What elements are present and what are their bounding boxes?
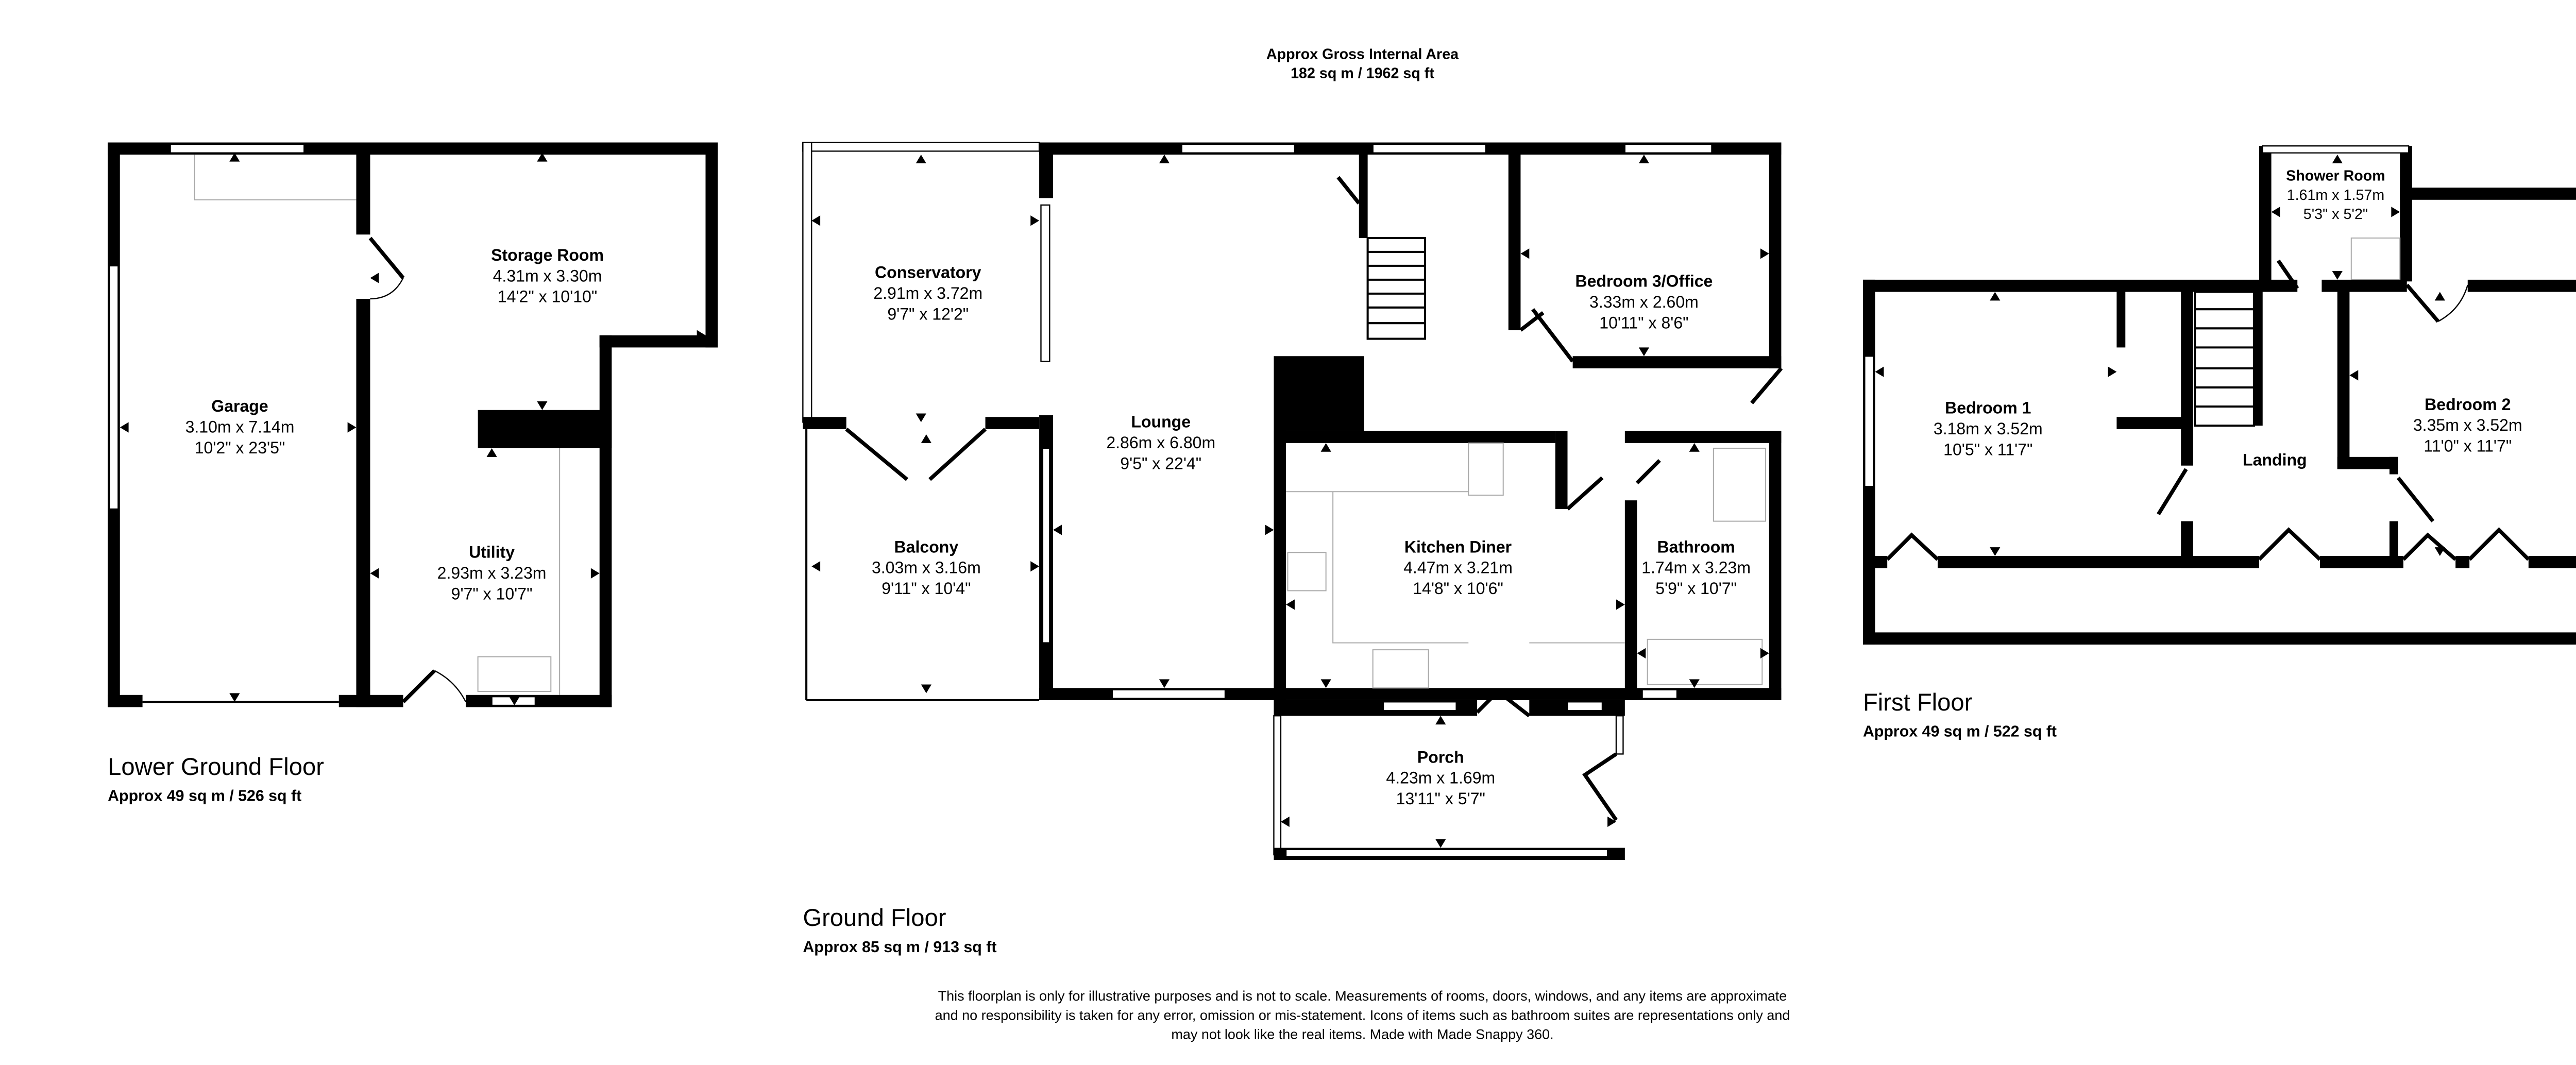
floor-title-first: First Floor <box>1863 689 1972 716</box>
disclaimer: This floorplan is only for illustrative … <box>935 988 1790 1042</box>
room-bedroom-1: Bedroom 1 3.18m x 3.52m 10'5" x 11'7" <box>1934 399 2043 459</box>
room-bedroom-3-office: Bedroom 3/Office 3.33m x 2.60m 10'11" x … <box>1575 272 1713 332</box>
room-size-metric: 4.31m x 3.30m <box>493 266 602 285</box>
ground-floor-plan <box>802 142 1783 860</box>
room-garage: Garage 3.10m x 7.14m 10'2" x 23'5" <box>185 397 295 457</box>
staircase <box>1366 236 1426 340</box>
room-porch: Porch 4.23m x 1.69m 13'11" x 5'7" <box>1386 748 1495 808</box>
room-bathroom: Bathroom 1.74m x 3.23m 5'9" x 10'7" <box>1641 537 1751 598</box>
room-size-imperial: 11'0" x 11'7" <box>2424 437 2512 455</box>
room-size-imperial: 9'7" x 12'2" <box>887 305 969 323</box>
room-size-metric: 3.33m x 2.60m <box>1589 293 1699 311</box>
room-size-imperial: 9'7" x 10'7" <box>451 584 533 603</box>
disclaimer-line-3: may not look like the real items. Made w… <box>1171 1026 1553 1042</box>
room-size-imperial: 9'11" x 10'4" <box>882 579 971 598</box>
room-kitchen-diner: Kitchen Diner 4.47m x 3.21m 14'8" x 10'6… <box>1403 537 1513 598</box>
room-size-metric: 4.23m x 1.69m <box>1386 769 1495 787</box>
room-size-imperial: 13'11" x 5'7" <box>1396 789 1485 808</box>
room-size-metric: 4.47m x 3.21m <box>1403 559 1513 577</box>
room-size-metric: 2.86m x 6.80m <box>1106 433 1215 452</box>
room-size-metric: 1.61m x 1.57m <box>2287 187 2385 204</box>
room-size-imperial: 10'11" x 8'6" <box>1599 313 1688 332</box>
room-size-metric: 3.10m x 7.14m <box>185 418 295 436</box>
room-size-imperial: 5'9" x 10'7" <box>1655 579 1737 598</box>
room-utility: Utility 2.93m x 3.23m 9'7" x 10'7" <box>437 543 547 603</box>
room-size-imperial: 5'3" x 5'2" <box>2303 206 2368 223</box>
lower-ground-floor-plan <box>108 142 718 707</box>
staircase <box>2194 291 2255 427</box>
disclaimer-line-1: This floorplan is only for illustrative … <box>938 988 1787 1004</box>
room-size-imperial: 10'2" x 23'5" <box>195 438 285 457</box>
room-name: Porch <box>1417 748 1464 766</box>
room-size-metric: 3.35m x 3.52m <box>2413 416 2522 434</box>
floor-area-first: Approx 49 sq m / 522 sq ft <box>1863 723 2057 740</box>
room-size-metric: 2.91m x 3.72m <box>873 284 982 302</box>
room-name: Bedroom 3/Office <box>1575 272 1713 290</box>
room-size-metric: 3.18m x 3.52m <box>1934 419 2043 438</box>
room-size-metric: 2.93m x 3.23m <box>437 564 547 582</box>
room-size-imperial: 10'5" x 11'7" <box>1943 440 2032 459</box>
room-name: Bedroom 1 <box>1945 399 2031 417</box>
first-floor-plan <box>1862 145 2576 645</box>
room-size-metric: 3.03m x 3.16m <box>872 559 981 577</box>
room-name: Garage <box>211 397 268 415</box>
room-balcony: Balcony 3.03m x 3.16m 9'11" x 10'4" <box>872 537 981 598</box>
room-storage: Storage Room 4.31m x 3.30m 14'2" x 10'10… <box>491 246 604 306</box>
room-size-imperial: 14'8" x 10'6" <box>1413 579 1503 598</box>
floor-title-lower-ground: Lower Ground Floor <box>108 753 324 781</box>
room-name: Conservatory <box>875 263 981 282</box>
room-name: Utility <box>469 543 515 561</box>
floor-area-lower-ground: Approx 49 sq m / 526 sq ft <box>108 787 301 804</box>
room-name: Kitchen Diner <box>1404 537 1512 556</box>
room-landing: Landing <box>2243 451 2307 469</box>
room-name: Balcony <box>894 537 959 556</box>
room-name: Lounge <box>1131 413 1191 431</box>
room-shower-room: Shower Room 1.61m x 1.57m 5'3" x 5'2" <box>2286 168 2385 223</box>
floor-area-ground: Approx 85 sq m / 913 sq ft <box>803 939 996 956</box>
gross-area-title: Approx Gross Internal Area <box>1266 46 1459 63</box>
room-name: Landing <box>2243 451 2307 469</box>
floor-title-ground: Ground Floor <box>803 904 946 932</box>
room-name: Bedroom 2 <box>2425 395 2511 414</box>
disclaimer-line-2: and no responsibility is taken for any e… <box>935 1007 1790 1023</box>
measurement-arrows <box>120 153 2445 848</box>
room-size-imperial: 9'5" x 22'4" <box>1120 454 1201 472</box>
room-size-metric: 1.74m x 3.23m <box>1641 559 1751 577</box>
room-conservatory: Conservatory 2.91m x 3.72m 9'7" x 12'2" <box>873 263 982 324</box>
room-lounge: Lounge 2.86m x 6.80m 9'5" x 22'4" <box>1106 413 1215 473</box>
gross-area-value: 182 sq m / 1962 sq ft <box>1291 65 1434 82</box>
room-bedroom-2: Bedroom 2 3.35m x 3.52m 11'0" x 11'7" <box>2413 395 2522 455</box>
room-name: Shower Room <box>2286 168 2385 184</box>
room-name: Bathroom <box>1657 537 1735 556</box>
room-name: Storage Room <box>491 246 604 264</box>
room-size-imperial: 14'2" x 10'10" <box>498 288 597 306</box>
